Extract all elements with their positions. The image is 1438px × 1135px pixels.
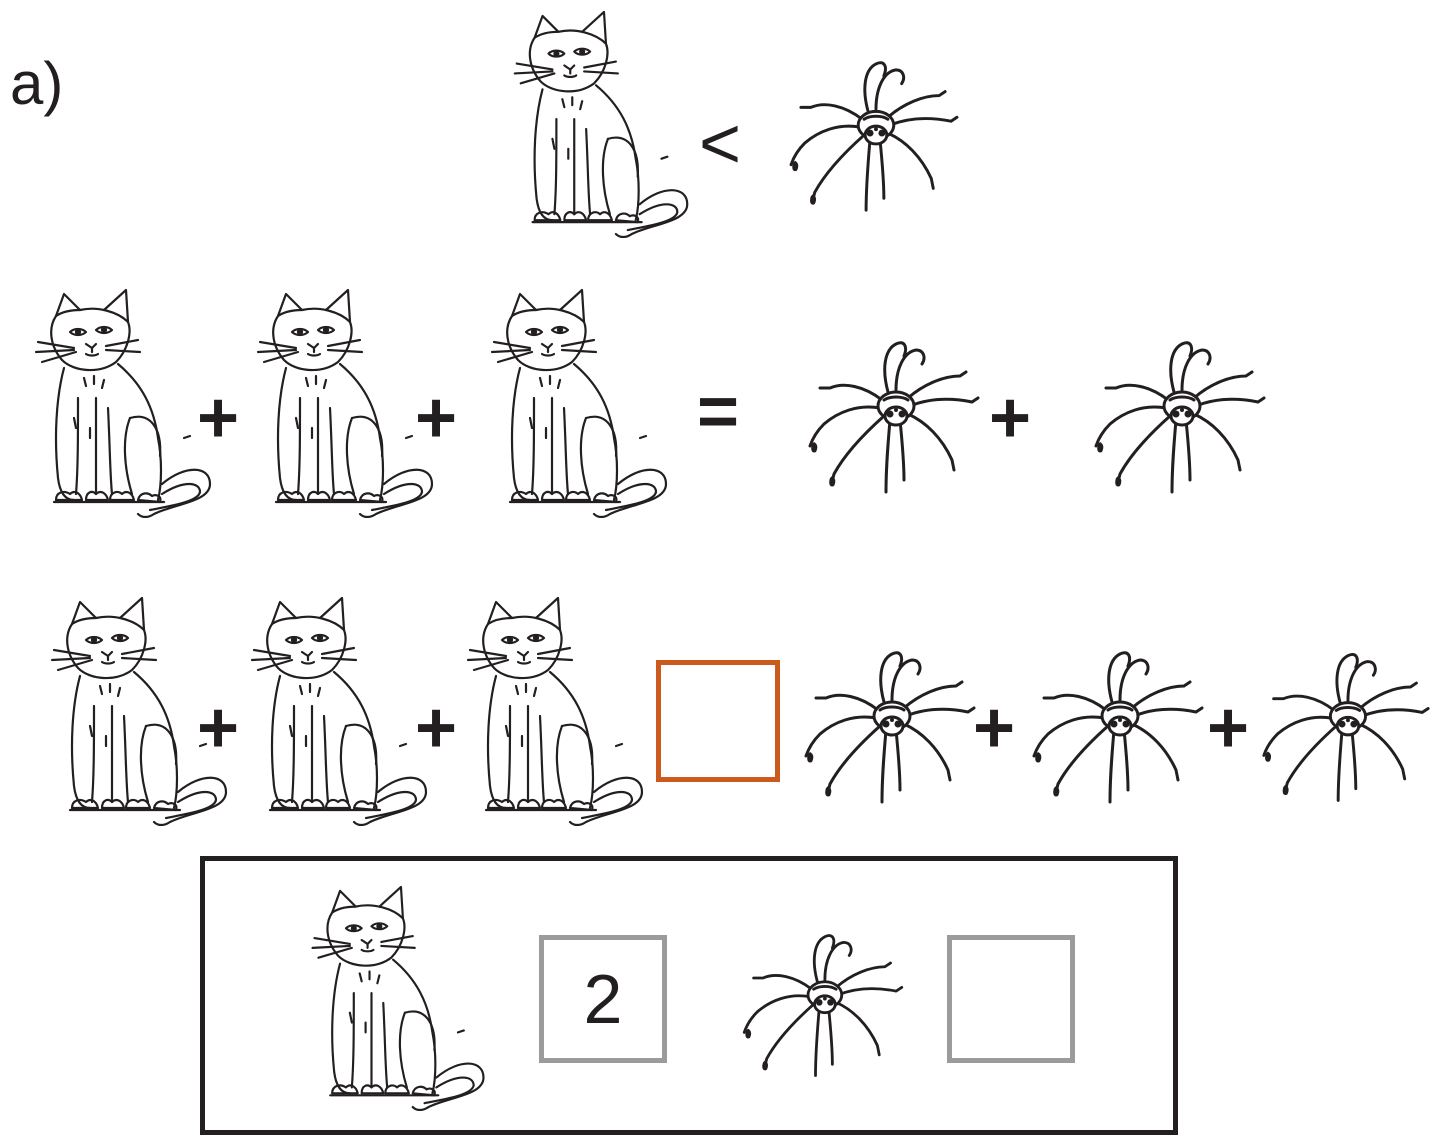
spider-icon <box>735 933 911 1083</box>
plus-symbol: + <box>414 378 458 458</box>
cat-icon <box>34 288 214 518</box>
spider-icon <box>800 650 980 810</box>
spider-icon <box>1028 650 1208 810</box>
plus-symbol: + <box>972 688 1016 768</box>
cat-icon <box>490 288 670 518</box>
exercise-label: a) <box>10 50 64 117</box>
cat-icon <box>512 10 692 238</box>
cat-icon <box>466 596 646 826</box>
comparison-answer-box[interactable] <box>656 660 780 782</box>
spider-value-box[interactable] <box>947 935 1075 1063</box>
cat-icon <box>250 596 430 826</box>
less-than-symbol: < <box>698 104 742 184</box>
spider-icon <box>804 340 984 500</box>
spider-icon <box>784 60 964 218</box>
value-key-panel: 2 <box>200 856 1178 1135</box>
cat-value-box: 2 <box>539 935 667 1063</box>
plus-symbol: + <box>414 688 458 768</box>
plus-symbol: + <box>196 688 240 768</box>
plus-symbol: + <box>196 378 240 458</box>
plus-symbol: + <box>1206 688 1250 768</box>
equals-symbol: = <box>696 372 740 452</box>
plus-symbol: + <box>988 378 1032 458</box>
cat-icon <box>309 885 489 1111</box>
spider-icon <box>1090 340 1270 500</box>
spider-icon <box>1258 650 1434 810</box>
